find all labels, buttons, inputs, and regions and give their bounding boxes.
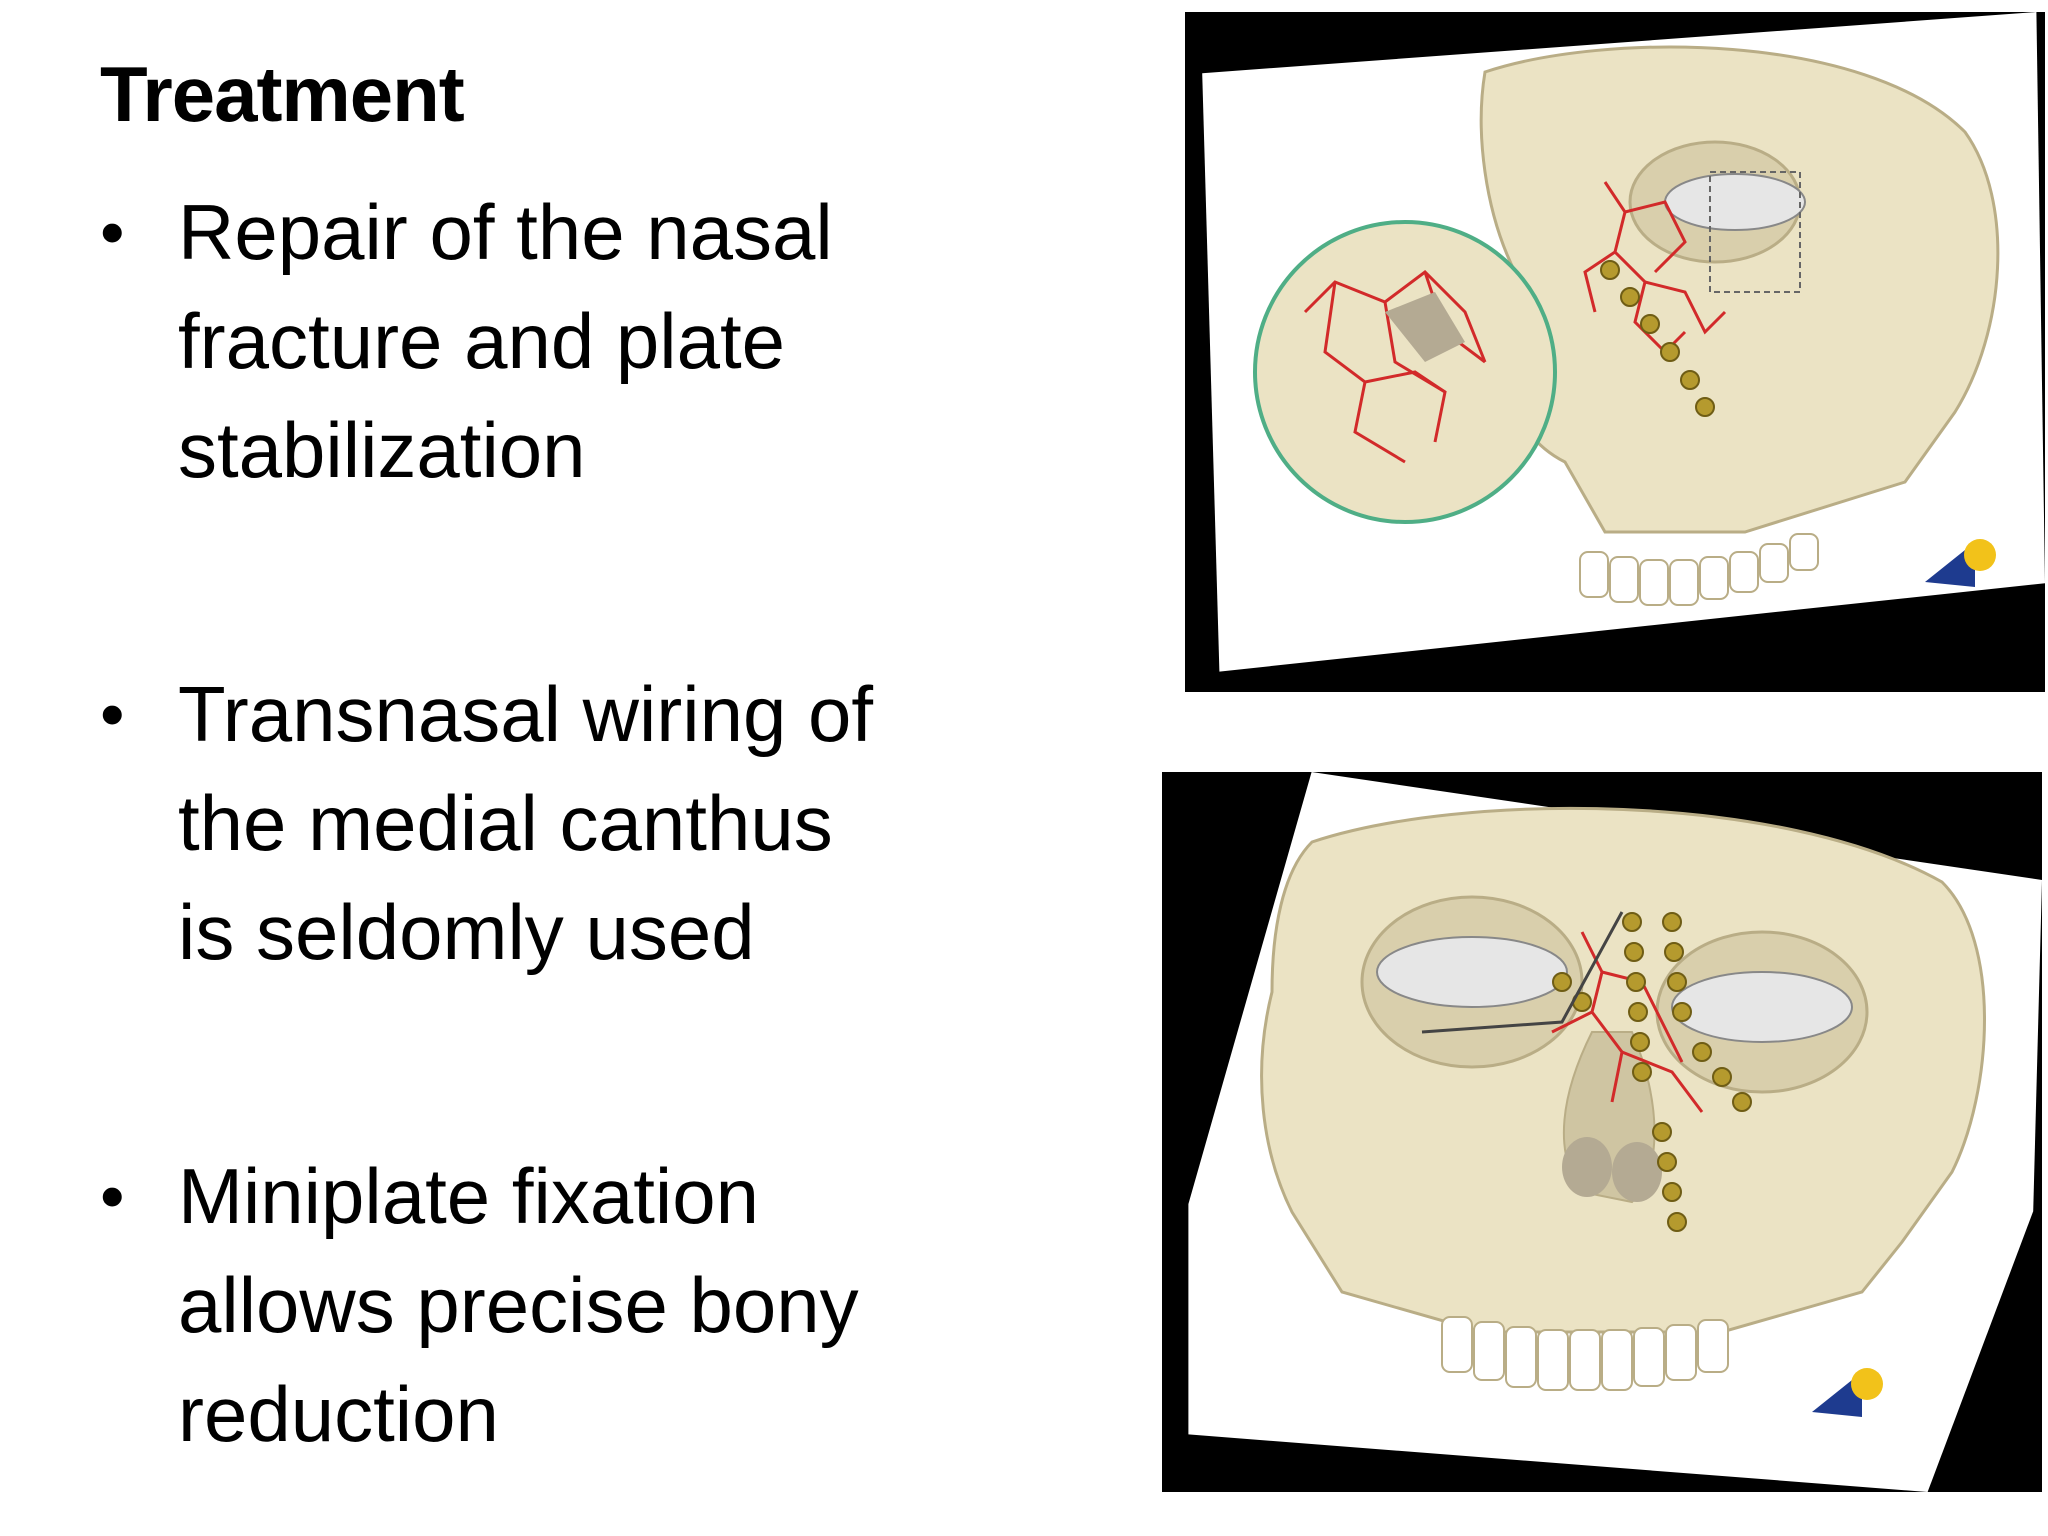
illustration-oblique-skull [1185,12,2045,692]
logo-icon [1925,539,1996,587]
bullet-icon: • [100,675,125,753]
slide-title: Treatment [100,50,465,138]
skull-illustration [1260,806,1986,1417]
logo-icon [1812,1368,1883,1417]
bullet-text: Repair of the nasal fracture and plate s… [178,188,833,494]
skull-illustration [1253,45,2000,606]
bullet-icon: • [100,1157,125,1235]
bullet-text: Miniplate fixation allows precise bony r… [178,1152,859,1458]
bullet-icon: • [100,193,125,271]
illustration-frontal-skull [1162,772,2042,1492]
bullet-text: Transnasal wiring of the medial canthus … [178,670,874,976]
